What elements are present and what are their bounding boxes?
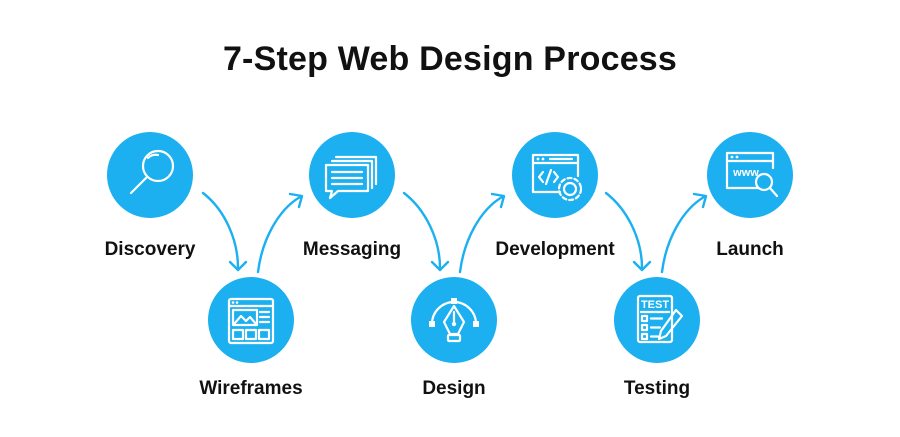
step-messaging: Messaging [303, 132, 401, 260]
test-checklist-icon: TEST [636, 294, 684, 344]
arrowhead-5-6 [632, 260, 652, 272]
www-icon-text: www [732, 167, 759, 179]
connector-5-6 [604, 191, 644, 270]
arrowhead-4-5 [490, 192, 506, 209]
magnifier-icon [129, 149, 175, 195]
step-circle [107, 132, 193, 218]
test-icon-text: TEST [641, 299, 669, 311]
connectors [201, 191, 708, 274]
arrowhead-1-2 [228, 260, 248, 272]
messages-icon [324, 155, 378, 200]
arrowhead-2-3 [288, 192, 304, 209]
step-circle [208, 277, 294, 363]
arrowhead-3-4 [430, 260, 450, 272]
connector-3-4 [402, 191, 442, 270]
wireframe-icon [227, 297, 275, 345]
connector-2-3 [256, 195, 302, 274]
step-wireframes: Wireframes [199, 277, 303, 399]
step-launch: www Launch [707, 132, 793, 260]
step-circle [614, 277, 700, 363]
connector-6-7 [660, 195, 706, 274]
connector-1-2 [201, 191, 240, 270]
page-title: 7-Step Web Design Process [222, 40, 678, 78]
step-design: Design [411, 277, 497, 399]
step-development: Development [495, 132, 615, 260]
step-label: Messaging [303, 239, 401, 260]
connector-4-5 [458, 195, 504, 274]
step-circle [309, 132, 395, 218]
step-label: Design [422, 378, 485, 399]
step-label: Testing [624, 378, 690, 399]
arrowhead-6-7 [692, 192, 708, 209]
www-search-icon: www [725, 151, 779, 198]
step-testing: TEST Testing [614, 277, 700, 399]
step-discovery: Discovery [105, 132, 196, 260]
step-label: Development [495, 239, 615, 260]
step-label: Wireframes [199, 378, 302, 399]
step-label: Discovery [105, 239, 196, 260]
code-browser-gear-icon [531, 153, 583, 202]
step-label: Launch [716, 239, 784, 260]
pen-tool-icon [429, 298, 479, 343]
